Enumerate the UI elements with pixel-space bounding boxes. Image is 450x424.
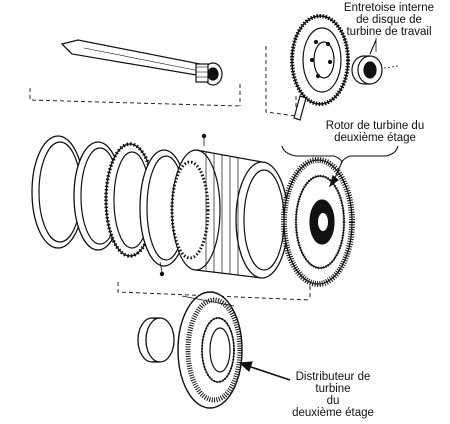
turbine-casing — [159, 133, 289, 279]
nozzle-seal-ring — [137, 317, 175, 363]
label-line: du — [326, 395, 340, 407]
label-line: Distributeur de — [295, 371, 371, 383]
label-line: Rotor de turbine du — [325, 120, 425, 132]
label-second-stage-nozzle: Distributeur de turbine du deuxième étag… — [278, 371, 388, 419]
label-line: deuxième étage — [292, 407, 374, 419]
second-stage-turbine-nozzle — [177, 291, 243, 409]
label-second-stage-rotor: Rotor de turbine du deuxième étage — [300, 120, 450, 144]
label-line: turbine de travail — [346, 26, 432, 38]
turbine-shaft — [60, 39, 223, 86]
callout-leaders — [238, 39, 399, 381]
label-line: deuxième étage — [334, 132, 416, 144]
second-stage-turbine-rotor — [281, 157, 355, 287]
label-line: turbine — [315, 383, 351, 395]
label-internal-spacer: Entretoise interne de disque de turbine … — [330, 2, 448, 38]
label-line: Entretoise interne — [343, 2, 435, 14]
internal-spacer — [351, 38, 399, 85]
label-line: de disque de — [356, 14, 422, 26]
turbine-gear-disc — [290, 14, 350, 121]
